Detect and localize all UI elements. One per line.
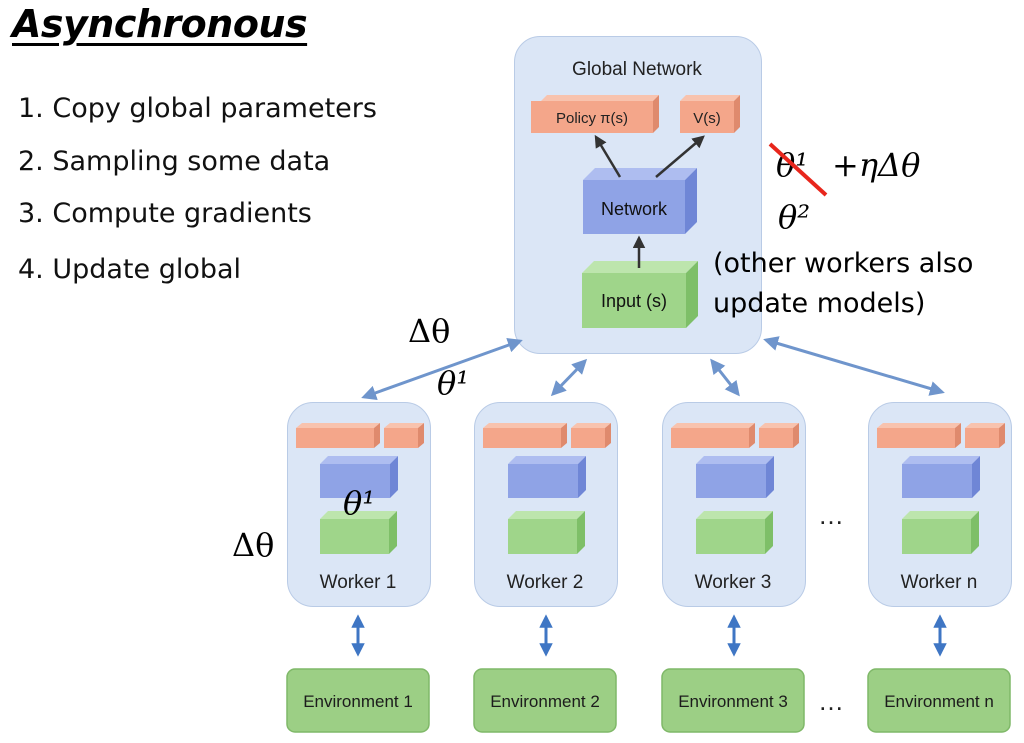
environment-3-label: Environment 3 (678, 692, 788, 711)
worker-n-input-box (902, 511, 979, 554)
worker-n-label: Worker n (901, 572, 978, 593)
global-worker-n-arrow (763, 336, 945, 396)
worker-n-policy-box (877, 423, 1005, 448)
global-worker-1-arrow (361, 337, 523, 401)
ellipsis-workers: … (818, 500, 847, 530)
network-to-policy-arrow (594, 134, 622, 178)
step-1: 1. Copy global parameters (18, 93, 377, 124)
environment-2-label: Environment 2 (490, 692, 600, 711)
delta-theta-left: Δθ (232, 526, 275, 564)
worker-2-input-box (508, 511, 585, 554)
input-box: Input (s) (582, 261, 698, 328)
value-box: V(s) (680, 95, 740, 133)
environment-n: Environment n (867, 668, 1011, 733)
theta1-worker: θ¹ (343, 484, 376, 522)
environment-n-label: Environment n (884, 692, 994, 711)
environment-1: Environment 1 (286, 668, 430, 733)
slide-title: Asynchronous (12, 2, 308, 46)
worker-2-policy-box (483, 423, 611, 448)
worker-n-network-box (902, 456, 980, 498)
worker-3-policy-box (671, 423, 799, 448)
step-3: 3. Compute gradients (18, 198, 312, 229)
network-box: Network (583, 168, 697, 234)
network-to-value-arrow (655, 135, 705, 178)
step-4: 4. Update global (18, 254, 242, 285)
theta2: θ² (778, 198, 811, 236)
global-worker-2-arrow (550, 358, 588, 397)
update-term: +ηΔθ (832, 146, 921, 184)
strike-line (768, 142, 828, 197)
environment-2: Environment 2 (473, 668, 617, 733)
worker-1-input-box (320, 511, 397, 554)
worker-1-label: Worker 1 (320, 572, 397, 593)
input-label: Input (s) (601, 291, 667, 311)
worker-1-policy-box (296, 423, 424, 448)
policy-box: Policy π(s) (531, 95, 659, 133)
global-network-title: Global Network (572, 59, 702, 80)
worker-2-label: Worker 2 (507, 572, 584, 593)
worker-2-network-box (508, 456, 586, 498)
note-line-1: (other workers also (713, 248, 974, 279)
step-2: 2. Sampling some data (18, 146, 331, 177)
value-label: V(s) (693, 110, 721, 127)
environment-1-label: Environment 1 (303, 692, 413, 711)
worker-3-label: Worker 3 (695, 572, 772, 593)
environment-3: Environment 3 (661, 668, 805, 733)
ellipsis-environments: … (818, 686, 847, 716)
worker-1-network-box (320, 456, 398, 498)
worker-3-network-box (696, 456, 774, 498)
policy-label: Policy π(s) (556, 110, 628, 127)
global-worker-3-arrow (710, 358, 740, 397)
theta1-top: θ¹ (437, 364, 470, 402)
delta-theta-top: Δθ (408, 312, 451, 350)
network-label: Network (601, 199, 668, 219)
note-line-2: update models) (713, 288, 926, 319)
worker-3-input-box (696, 511, 773, 554)
